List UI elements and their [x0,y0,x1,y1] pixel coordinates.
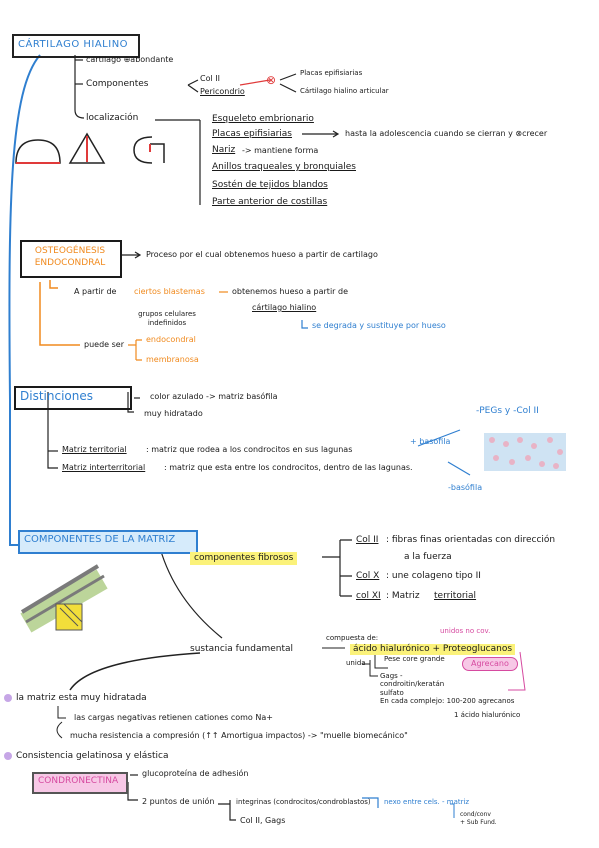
osteo-a-partir: A partir de [74,287,117,296]
comp-matriz-title: COMPONENTES DE LA MATRIZ [24,534,176,545]
osteo-cart-hialino: cártilago hialino [252,303,317,312]
hidr-line1: la matriz esta muy hidratada [16,693,147,703]
cartilago-title-box [12,34,140,58]
col11-text: : Matriz [386,591,420,601]
col2-text2: a la fuerza [404,552,452,562]
cond-line1: glucoproteína de adhesión [142,769,249,778]
cond-nexo-sub1: cond/conv [460,811,491,818]
sustancia-fundamental: sustancia fundamental [190,644,294,654]
gags-sulfato: Gags - condroitin/keratán sulfato [380,672,445,697]
x-item-placas: Placas epifisiarias [300,69,363,77]
hidr-bullet2-icon [4,752,12,763]
dist-pegs: -PEGs y -Col II [476,406,539,416]
dist-hidratado: muy hidratado [144,409,203,418]
matriz-territorial-label: Matriz territorial [62,445,127,454]
x-mark-icon: ⊗ [266,73,277,87]
col10-label: Col X [356,571,380,581]
col2-text: : fibras finas orientadas con dirección [386,535,556,545]
fibrosos-label: componentes fibrosos [190,552,298,565]
matriz-inter-text: : matriz que esta entre los condrocitos,… [164,463,413,472]
osteo-obtenemos: obtenemos hueso a partir de [232,287,348,296]
condronectina-title-box [32,772,128,794]
comp-col-ii: Col II [200,74,220,83]
cond-nexo-sub2: + Sub Fund. [460,819,497,826]
hidr-line2: las cargas negativas retienen cationes c… [74,713,273,722]
localizacion-label: localización [86,113,139,123]
x-item-cartilago-articular: Cártilago hialino articular [300,87,389,95]
hidr-line4: Consistencia gelatinosa y elástica [16,751,169,761]
cartilago-abundante: cartilago ⊕abondante [86,55,174,64]
unidos-no-cov: unidos no cov. [440,627,491,635]
osteo-grupos: grupos celulares indefinidos [138,310,196,328]
distinciones-title: Distinciones [20,389,93,403]
loc-anillos: Anillos traqueales y bronquiales [212,162,356,172]
hidr-bullet-icon [4,694,12,705]
cond-line2: 2 puntos de unión [142,797,215,806]
osteo-title: OSTEOGÉNESIS ENDOCONDRAL [34,246,106,268]
osteo-blastemas: ciertos blastemas [134,287,205,296]
loc-nariz: Nariz [212,145,236,155]
loc-nariz-note: -> mantiene forma [242,146,319,155]
osteo-title-box [20,240,122,278]
loc-costillas: Parte anterior de costillas [212,197,328,207]
unida-label: unida [346,659,366,667]
dist-basofila-plus: + basofila [410,437,451,446]
condronectina-title: CONDRONECTINA [38,776,119,786]
osteo-membranosa: membranosa [146,355,199,364]
dist-color: color azulado -> matriz basófila [150,392,278,401]
matriz-inter-label: Matriz interterritorial [62,463,146,472]
osteo-puede-ser: puede ser [84,340,124,349]
cond-colgags: Col II, Gags [240,816,286,825]
componentes-label: Componentes [86,79,149,89]
osteo-endocondral: endocondral [146,335,196,344]
core-grande: Pese core grande [384,655,445,663]
agrecano-badge: Agrecano [462,657,518,671]
col11-territorial: territorial [434,591,477,601]
dist-basofila-minus: -basófila [448,483,483,492]
distinciones-title-box [14,386,132,410]
cada-complejo: En cada complejo: 100-200 agrecanos [380,697,515,705]
col11-label: col XI [356,591,381,601]
col10-text: : une colageno tipo II [386,571,481,581]
hidr-line3: mucha resistencia a compresión (↑↑ Amort… [70,731,408,740]
cond-nexo: nexo entre cels. - matriz [384,798,470,806]
osteo-degrada: se degrada y sustituye por hueso [312,321,446,330]
loc-placas: Placas epifisiarias [212,129,292,139]
loc-sosten: Sostén de tejidos blandos [212,180,328,190]
cond-integrinas: integrinas (condrocitos/condroblastos) [236,798,371,806]
loc-placas-note: hasta la adolescencia cuando se cierran … [345,129,548,138]
comp-matriz-title-box [18,530,198,554]
un-acido: 1 ácido hialurónico [454,711,521,719]
matriz-territorial-text: : matriz que rodea a los condrocitos en … [146,445,353,454]
cartilago-title: CÁRTILAGO HIALINO [18,39,129,50]
compuesta-de: compuesta de: [326,634,379,642]
comp-pericondrio: Pericondrio [200,87,245,96]
loc-esqueleto: Esqueleto embrionario [212,114,314,124]
acido-hialuronico: ácido hialurónico + Proteoglucanos [350,644,516,655]
col2-label: Col II [356,535,379,545]
osteo-definicion: Proceso por el cual obtenemos hueso a pa… [146,250,378,259]
